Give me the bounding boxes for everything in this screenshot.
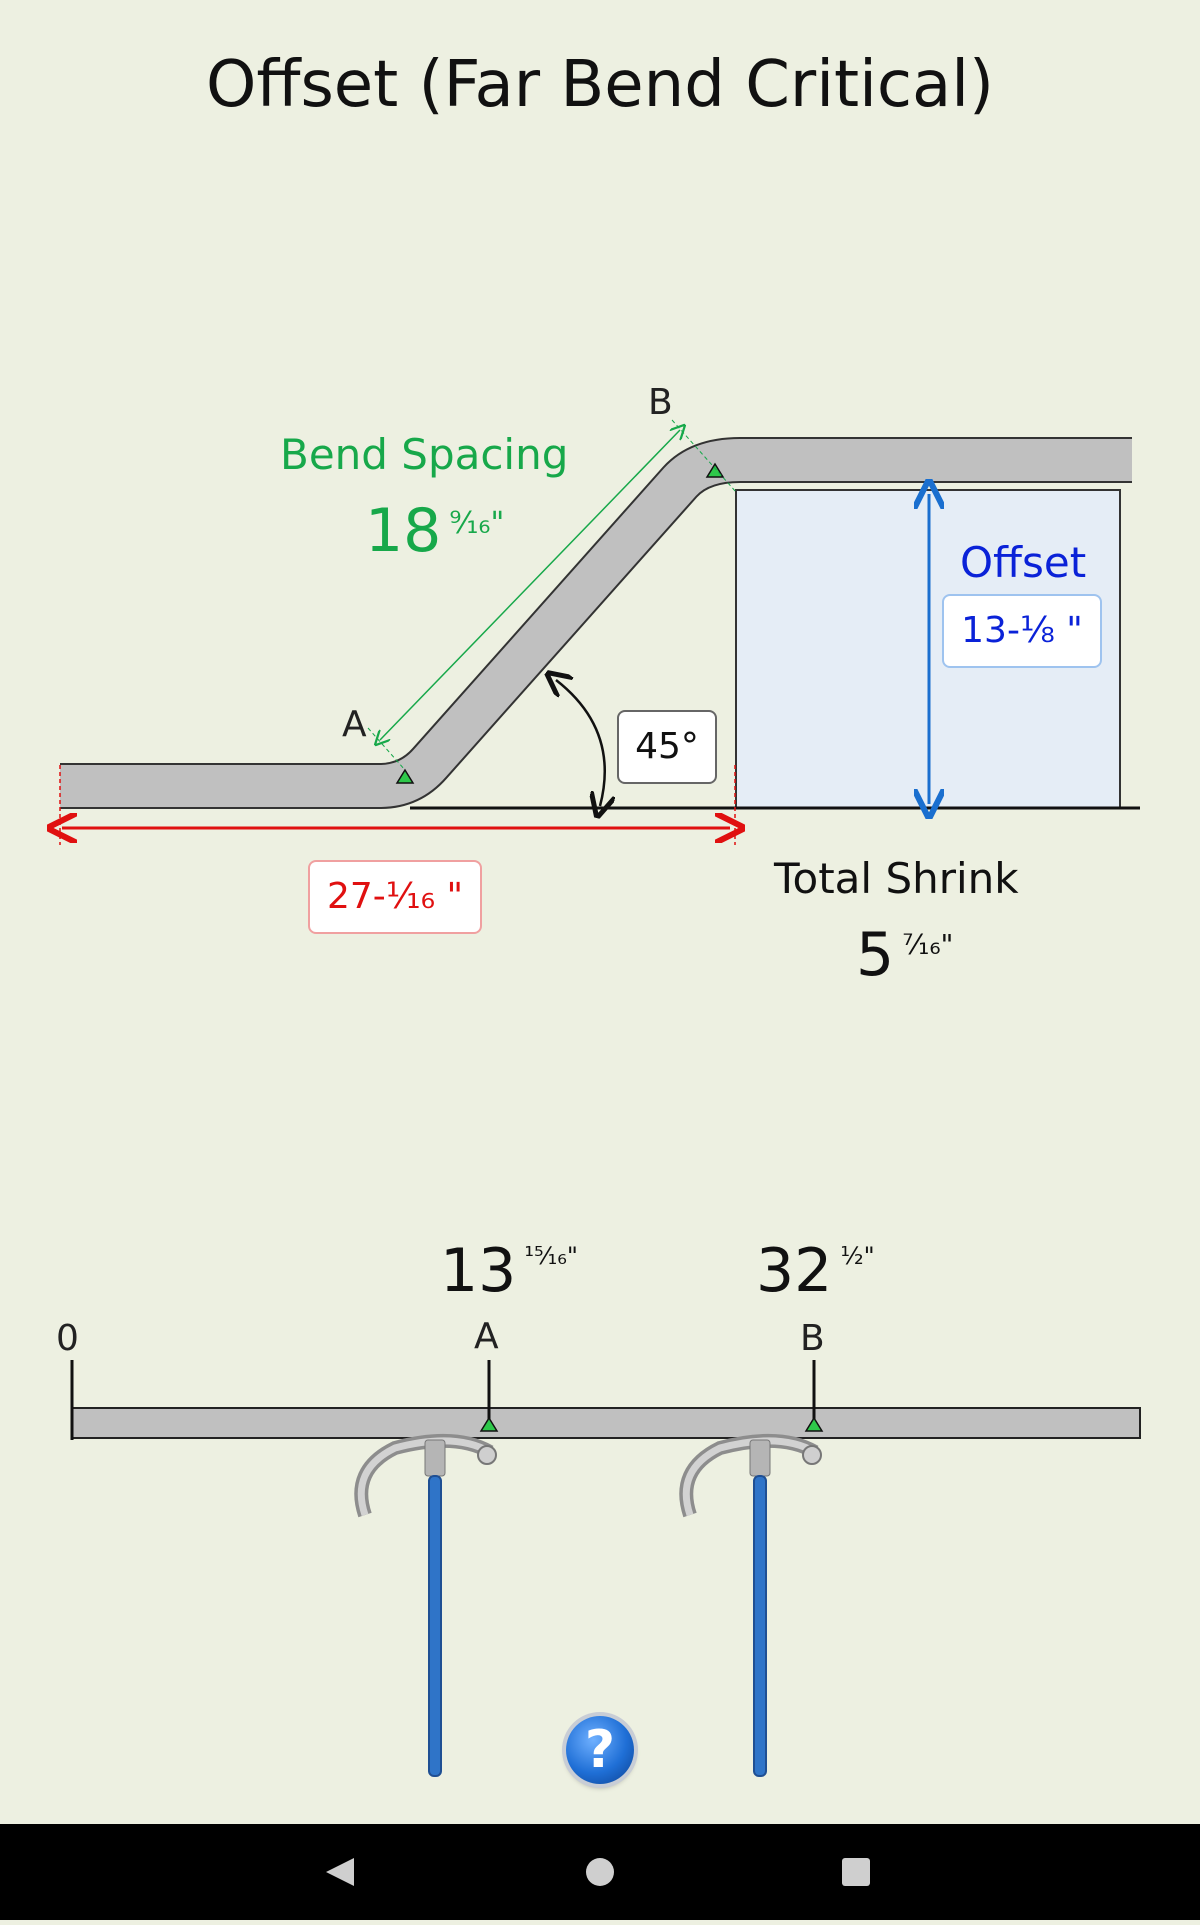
offset-value: 13-¹⁄₈ " xyxy=(961,610,1083,651)
offset-label: Offset xyxy=(960,538,1087,587)
recents-button[interactable] xyxy=(816,1832,896,1912)
offset-diagram xyxy=(0,419,1141,1777)
help-icon[interactable]: ? xyxy=(566,1716,634,1784)
point-a-label: A xyxy=(342,704,367,745)
mark-b-fraction: ¹⁄₂" xyxy=(840,1242,875,1270)
angle-arc xyxy=(556,680,605,806)
angle-value: 45° xyxy=(635,726,699,767)
bend-spacing-whole: 18 xyxy=(365,496,442,566)
home-button[interactable] xyxy=(560,1832,640,1912)
distance-value-box[interactable]: 27-¹⁄₁₆ " xyxy=(308,860,482,934)
pipe-bender-icon xyxy=(354,1433,497,1777)
mark-b-whole: 32 xyxy=(756,1236,833,1306)
straight-pipe xyxy=(71,1407,1141,1439)
point-b-label: B xyxy=(648,382,673,423)
zero-label: 0 xyxy=(56,1318,79,1359)
bend-spacing-dimension xyxy=(380,430,680,740)
offset-value-box[interactable]: 13-¹⁄₈ " xyxy=(942,594,1102,668)
bend-spacing-label: Bend Spacing xyxy=(280,430,569,479)
back-button[interactable] xyxy=(300,1832,380,1912)
navigation-bar xyxy=(0,1824,1200,1920)
angle-box[interactable]: 45° xyxy=(617,710,717,784)
bend-mark-b xyxy=(705,462,725,478)
ruler-mark-a xyxy=(479,1416,499,1432)
distance-value: 27-¹⁄₁₆ " xyxy=(326,876,464,917)
mark-a-label: A xyxy=(474,1316,499,1357)
page-title: Offset (Far Bend Critical) xyxy=(205,48,995,122)
total-shrink-whole: 5 xyxy=(856,920,895,990)
bend-mark-a xyxy=(395,768,415,784)
total-shrink-fraction: ⁷⁄₁₆" xyxy=(902,928,954,961)
recents-icon xyxy=(842,1858,870,1886)
mark-a-whole: 13 xyxy=(440,1236,517,1306)
ruler-mark-b xyxy=(804,1416,824,1432)
pipe-bender-icon xyxy=(679,1433,822,1777)
total-shrink-label: Total Shrink xyxy=(774,854,1019,903)
home-icon xyxy=(586,1858,614,1886)
bend-spacing-fraction: ⁹⁄₁₆" xyxy=(449,506,505,541)
mark-b-label: B xyxy=(800,1318,825,1359)
back-icon xyxy=(326,1858,354,1886)
mark-a-fraction: ¹⁵⁄₁₆" xyxy=(524,1242,578,1270)
